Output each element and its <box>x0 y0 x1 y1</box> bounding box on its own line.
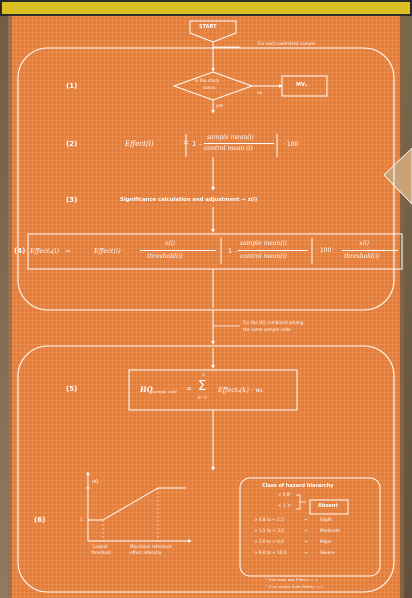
footnote-a: ᵃ if at least one Effect₍ᵢ₎ = 1 <box>266 577 318 582</box>
s4-xi-1: x(i) <box>165 240 175 247</box>
footnote-b: ᵇ if all values from Effect₍ᵢ₎ < 1 <box>266 584 324 589</box>
graph-x-left-2: threshold <box>91 550 111 555</box>
graph-x-right-1: Maximum reference <box>130 544 172 549</box>
class-table-box <box>239 477 381 577</box>
graph-x-left-1: Lowest <box>93 544 108 549</box>
step-5-label: (5) <box>66 385 78 393</box>
hq-sum-top: n <box>202 373 205 378</box>
block-1-frame <box>17 47 395 311</box>
top-yellow-band <box>2 2 410 14</box>
s4-eq: Effect(i) · <box>94 247 125 255</box>
s4-lhs: Effectₐ(i) <box>30 247 60 255</box>
absent-box <box>309 499 349 515</box>
decision-line-2: conso <box>203 85 216 90</box>
main-panel <box>8 16 404 598</box>
decision-line-1: Is the stock <box>195 78 220 83</box>
step-6-label: (6) <box>34 516 46 524</box>
hq-sub: sample code <box>152 389 178 394</box>
start-shape <box>189 20 237 43</box>
s4-xi-2: x(i) <box>359 240 369 247</box>
hq-graph <box>86 471 192 543</box>
for-each-sample-label: For each submitted sample <box>258 41 316 46</box>
graph-y-top: HQ <box>92 479 99 484</box>
s4-mid-top: sample mean(i) <box>240 240 287 247</box>
sigma-symbol: Σ <box>198 379 207 394</box>
s4-threshold-2: threshold(i) <box>344 253 380 260</box>
absent-label: Absent <box>318 503 338 509</box>
start-label: START <box>199 24 217 30</box>
s4-mid-bottom: control mean(i) <box>240 253 287 260</box>
s4-times-100: · 100 · <box>316 247 336 254</box>
step-4-label: (4) <box>14 247 26 255</box>
effect-lhs: Effect(i) <box>125 140 154 148</box>
block-2-frame <box>17 345 395 593</box>
step-3-text: Significance calculation and adjustment … <box>120 197 258 203</box>
step-2-label: (2) <box>66 140 78 148</box>
for-each-hq-line-1: For the HQ combined among <box>243 320 304 325</box>
frac-top: sample mean(i) <box>207 134 254 141</box>
yes-label: yes <box>216 103 224 108</box>
hq-sum-bot: k=1 <box>198 396 208 401</box>
s4-threshold-1: threshold(i) <box>147 253 183 260</box>
step-4-box <box>27 233 403 270</box>
mv-box-label: MV₁ <box>296 82 308 88</box>
times-100: · 100 <box>283 141 299 148</box>
decorative-diamond <box>383 147 412 205</box>
no-label: no <box>257 90 263 95</box>
class-title: Class of hazard hierarchy <box>262 483 334 489</box>
for-each-hq-line-2: the same sample code <box>243 327 291 332</box>
step-1-label: (1) <box>66 82 78 90</box>
mv-box <box>281 75 328 97</box>
step-3-label: (3) <box>66 196 78 204</box>
frac-bottom: control mean (i) <box>204 145 253 152</box>
graph-y-mid: 1 <box>80 517 83 522</box>
graph-x-right-2: effect intensity <box>130 550 162 555</box>
hq-rhs: Effectₐ(k) · wₖ <box>218 386 264 394</box>
frac-line <box>204 143 274 144</box>
hq-lhs: HQ <box>140 385 153 394</box>
